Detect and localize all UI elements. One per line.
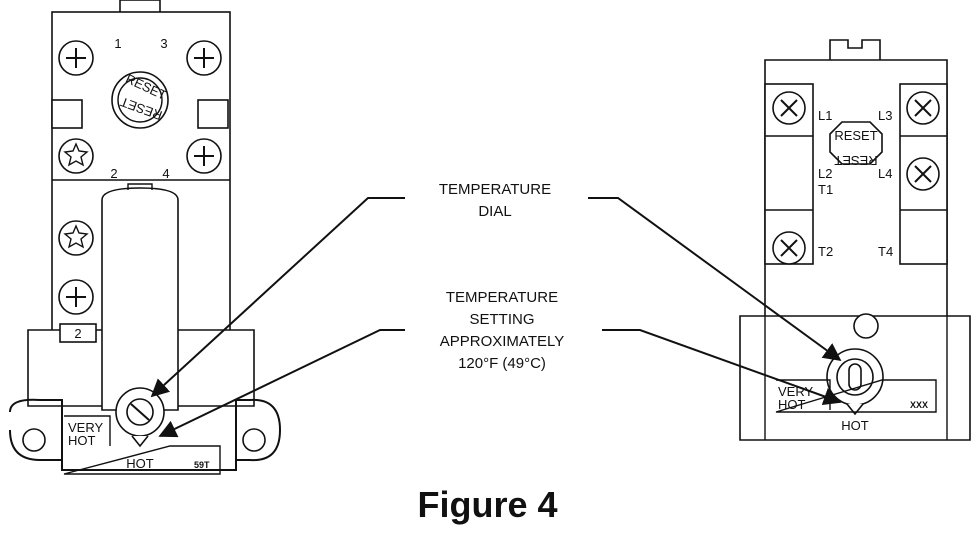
terminal-screw-3	[186, 40, 222, 76]
callout-dial-leader-right	[588, 197, 842, 362]
terminal-label-l2: L2	[818, 166, 832, 181]
hot-label: HOT	[126, 456, 154, 471]
callout-setting-line-4: 120°F (49°C)	[458, 355, 546, 372]
dial-cover	[101, 187, 179, 411]
mount-hole-left	[22, 428, 46, 452]
terminal-screw-l3	[906, 91, 940, 125]
callout-setting-leader-right	[602, 329, 842, 405]
figure-caption: Figure 4	[417, 484, 558, 525]
terminal-label-2-lower: 2	[74, 326, 81, 341]
callout-setting-line-3: APPROXIMATELY	[440, 333, 564, 350]
very-hot-label-very: VERY	[68, 420, 103, 435]
reset-label-bottom: RESET	[834, 153, 877, 168]
terminal-label-t2: T2	[818, 244, 833, 259]
callout-dial-line-2: DIAL	[478, 203, 511, 220]
mount-hole-right	[242, 428, 266, 452]
side-bracket-right	[197, 99, 229, 129]
top-tab	[829, 39, 881, 60]
reset-label-top: RESET	[834, 128, 877, 143]
terminal-screw-1	[58, 40, 94, 76]
callout-setting-line-1: TEMPERATURE	[446, 289, 558, 306]
callout-dial-leader-left	[150, 197, 405, 398]
right-thermostat: L1 L3 L2 T1 L4 T2 T4 RESET RESET VERY HO…	[739, 39, 971, 441]
terminal-label-t1: T1	[818, 182, 833, 197]
reset-button: RESET RESET	[111, 71, 169, 129]
callout-setting-leader-left	[158, 329, 405, 438]
terminal-label-l3: L3	[878, 108, 892, 123]
terminal-screw-2	[58, 138, 94, 174]
left-thermostat: RESET RESET 1 3 2 4 2 VERY HOT HOT 59T	[9, 0, 282, 475]
cover-notch	[127, 183, 153, 190]
terminal-label-l1: L1	[818, 108, 832, 123]
terminal-label-3: 3	[160, 36, 167, 51]
model-code: 59T	[194, 460, 210, 470]
terminal-screw-l1	[772, 91, 806, 125]
callout-dial-line-1: TEMPERATURE	[439, 181, 551, 198]
terminal-screw-lower-plus	[58, 279, 94, 315]
terminal-label-1: 1	[114, 36, 121, 51]
terminal-tag	[59, 323, 97, 343]
temperature-setting-callout: TEMPERATURE SETTING APPROXIMATELY 120°F …	[158, 289, 842, 438]
terminal-label-2: 2	[110, 166, 117, 181]
hot-label: HOT	[841, 418, 869, 433]
side-bracket-left	[51, 99, 83, 129]
terminal-screw-4	[186, 138, 222, 174]
mounting-flange	[9, 398, 282, 471]
very-hot-label-hot: HOT	[68, 433, 96, 448]
very-hot-label-hot: HOT	[778, 397, 806, 412]
terminal-screw-lower-star	[58, 220, 94, 256]
terminal-screw-t2	[772, 231, 806, 265]
lower-hole	[853, 313, 879, 339]
terminal-label-t4: T4	[878, 244, 893, 259]
model-code: XXX	[910, 400, 928, 410]
label-plate	[63, 415, 221, 475]
callout-setting-line-2: SETTING	[469, 311, 534, 328]
very-hot-label-very: VERY	[778, 384, 813, 399]
reset-button: RESET RESET	[829, 121, 883, 168]
temperature-dial-left	[115, 387, 165, 448]
terminal-label-l4: L4	[878, 166, 892, 181]
temperature-dial-callout: TEMPERATURE DIAL	[150, 181, 842, 398]
terminal-screw-l4	[906, 157, 940, 191]
terminal-label-4: 4	[162, 166, 169, 181]
